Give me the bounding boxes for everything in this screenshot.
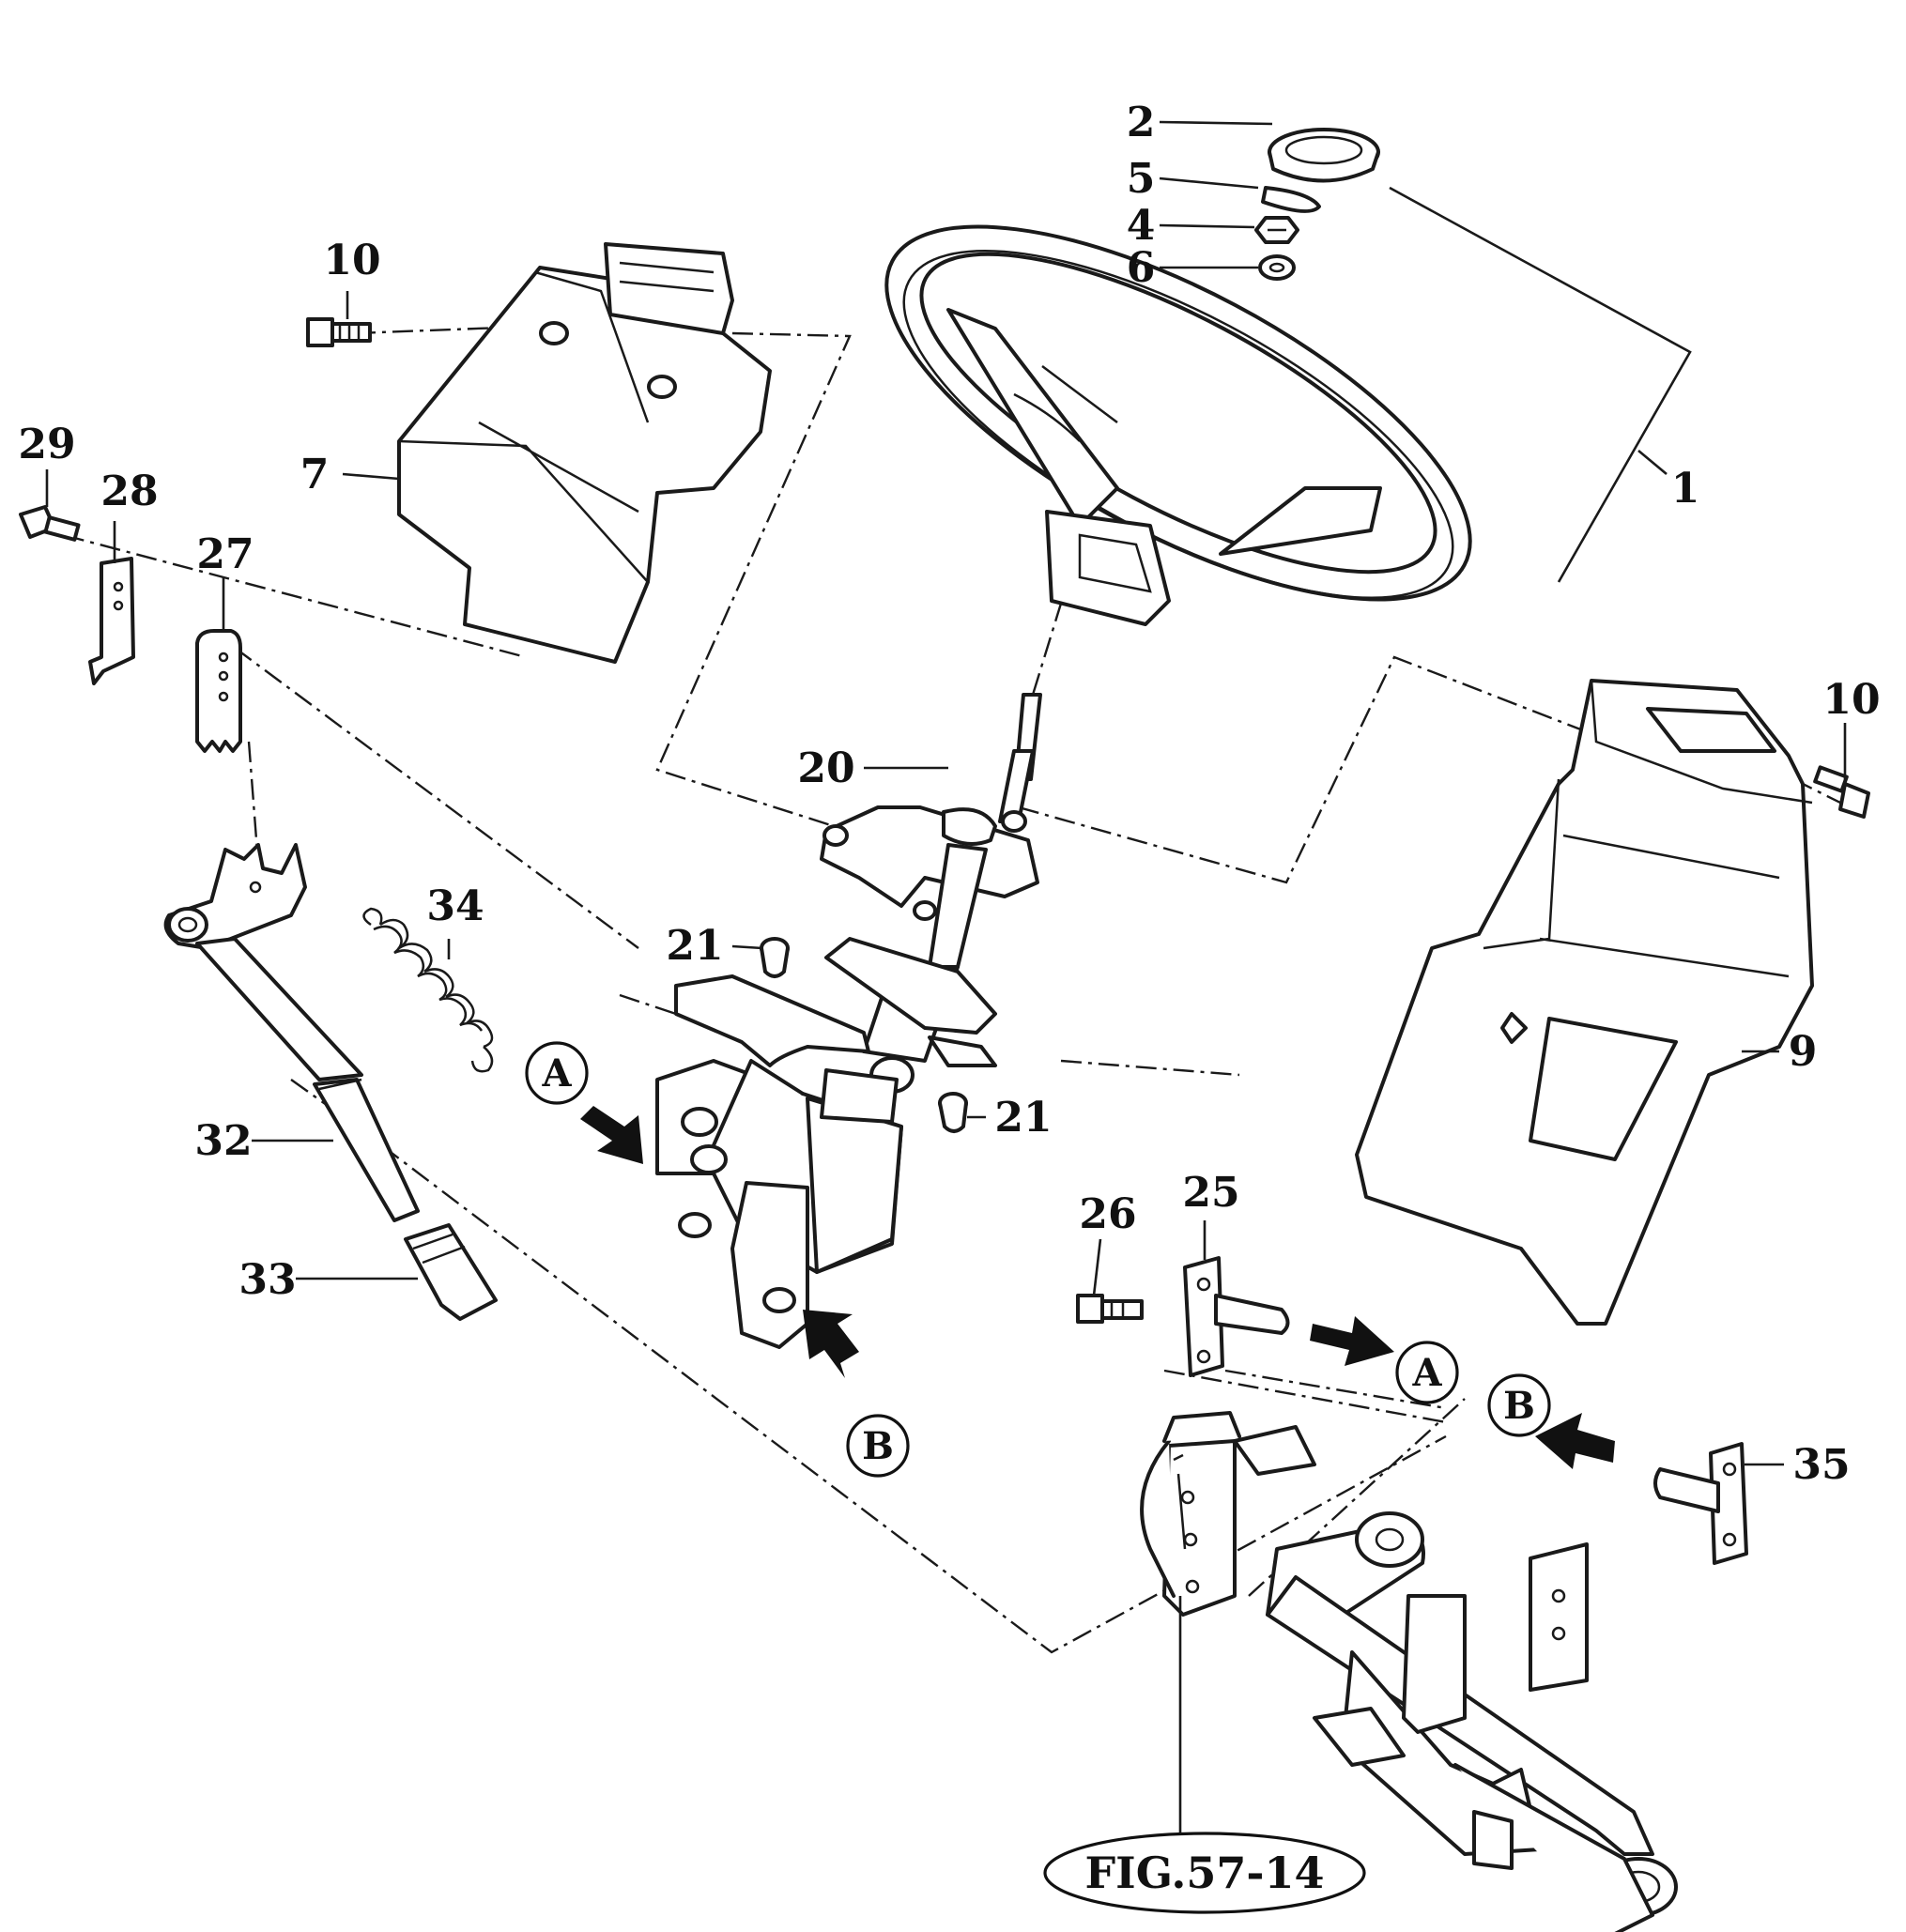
svg-text:A: A (541, 1051, 572, 1096)
callout-b-lower: B (1487, 1373, 1551, 1437)
part-label-7: 7 (300, 451, 330, 498)
plate-28 (88, 557, 135, 685)
part-label-33: 33 (238, 1256, 296, 1304)
lever-grip (404, 1223, 498, 1321)
svg-text:A: A (1411, 1351, 1442, 1395)
callout-a-upper: A (525, 1041, 589, 1105)
part-label-35: 35 (1792, 1441, 1850, 1489)
hub-cap (1268, 128, 1380, 183)
part-labels: 2 5 4 6 1 7 9 10 10 20 21 21 25 26 27 28… (18, 99, 1880, 1489)
cotter-pin (1261, 186, 1321, 213)
part-label-32: 32 (194, 1117, 252, 1165)
pivot-pin-35 (1653, 1442, 1748, 1565)
arrow-b-lower (1535, 1413, 1615, 1469)
frame-assembly-fig-57-14 (1140, 1411, 1678, 1932)
part-label-10-left: 10 (323, 237, 380, 284)
collar-upper (760, 937, 790, 978)
part-label-6: 6 (1127, 244, 1156, 292)
tilt-lever (163, 843, 420, 1222)
arrow-b-upper (803, 1310, 859, 1378)
castle-nut (1254, 216, 1299, 244)
part-label-26: 26 (1079, 1190, 1136, 1238)
collar-lower (938, 1092, 968, 1133)
part-label-20: 20 (797, 744, 854, 792)
svg-text:B: B (862, 1424, 894, 1468)
bolt-right (1813, 765, 1870, 819)
tension-spring (362, 907, 494, 1073)
part-label-25: 25 (1182, 1169, 1239, 1217)
steering-wheel (884, 224, 1472, 626)
figure-reference: FIG.57-14 (1043, 1832, 1366, 1914)
lower-cover (1355, 679, 1814, 1326)
svg-text:B: B (1503, 1384, 1535, 1428)
column-bracket (655, 937, 997, 1349)
washer (1258, 254, 1296, 281)
figure-reference-label: FIG.57-14 (1085, 1848, 1325, 1898)
part-label-29: 29 (18, 421, 75, 468)
bolt-left (306, 317, 372, 347)
bolt-29 (19, 505, 81, 542)
arrow-a-lower (1310, 1316, 1394, 1366)
arrow-a-upper (580, 1106, 643, 1164)
part-label-21-upper: 21 (666, 922, 723, 970)
part-label-21-lower: 21 (994, 1094, 1052, 1142)
callout-b-upper: B (846, 1414, 910, 1478)
part-label-4: 4 (1127, 202, 1156, 250)
part-label-2: 2 (1127, 99, 1156, 146)
part-label-27: 27 (196, 530, 254, 578)
callout-a-lower: A (1395, 1341, 1459, 1404)
part-label-9: 9 (1789, 1028, 1818, 1076)
pivot-pin-25 (1183, 1256, 1290, 1377)
upper-cover (397, 242, 772, 664)
bolt-26 (1076, 1294, 1144, 1324)
part-label-1: 1 (1671, 465, 1700, 513)
part-label-34: 34 (426, 882, 484, 930)
ratchet-plate-27 (195, 629, 242, 753)
leader-lines (45, 120, 1847, 1840)
part-label-5: 5 (1127, 155, 1156, 203)
part-label-10-right: 10 (1822, 676, 1880, 724)
part-label-28: 28 (100, 468, 158, 515)
